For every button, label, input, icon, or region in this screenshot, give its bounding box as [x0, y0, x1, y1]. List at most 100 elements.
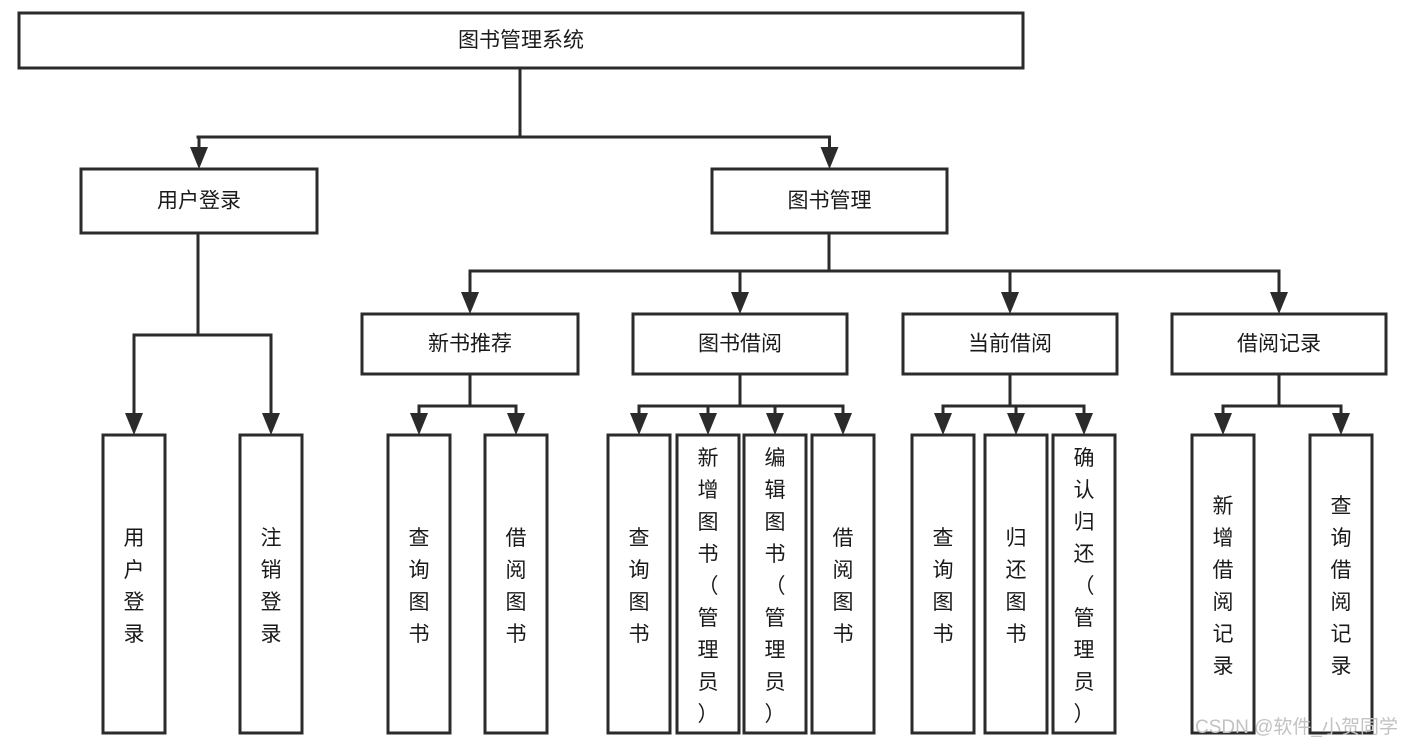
- edge-book-manage-to-new-book-rec: [461, 269, 479, 314]
- node-label-leaf-user-login: 用户登录: [124, 527, 145, 646]
- node-label-leaf-add-book: 新增图书（管理员）: [698, 447, 719, 726]
- node-leaf-user-logout[interactable]: 注销登录: [238, 433, 304, 735]
- node-box-leaf-borrow-book-1[interactable]: [483, 433, 549, 735]
- edge-arrowhead: [125, 413, 143, 435]
- node-label-leaf-query-book-1: 查询图书: [409, 527, 430, 646]
- edge-arrowhead: [1332, 413, 1350, 435]
- edge-book-borrow-to-leaf-query-book-2: [630, 404, 648, 435]
- edge-arrowhead: [1214, 413, 1232, 435]
- node-label-leaf-user-logout: 注销登录: [261, 527, 282, 646]
- connector-layer: [125, 66, 1350, 435]
- node-current-borrow[interactable]: 当前借阅: [901, 312, 1119, 376]
- edge-new-book-rec-to-leaf-query-book-1: [410, 404, 428, 435]
- node-box-leaf-add-book[interactable]: [675, 433, 741, 735]
- node-label-leaf-query-book-2: 查询图书: [629, 527, 650, 646]
- edge-book-borrow-to-leaf-add-book: [699, 404, 717, 435]
- edge-arrowhead: [731, 292, 749, 314]
- node-box-book-manage[interactable]: [710, 167, 949, 235]
- edge-book-manage-to-book-borrow: [731, 269, 749, 314]
- edge-arrowhead: [766, 413, 784, 435]
- node-label-leaf-query-book-3: 查询图书: [933, 527, 954, 646]
- edge-borrow-record-to-leaf-query-record: [1332, 404, 1350, 435]
- node-user-login[interactable]: 用户登录: [79, 167, 319, 235]
- node-label-book-borrow: 图书借阅: [698, 333, 782, 356]
- node-label-root: 图书管理系统: [458, 29, 584, 52]
- node-label-leaf-borrow-book-2: 借阅图书: [833, 527, 854, 646]
- edge-book-manage-to-borrow-record: [1270, 269, 1288, 314]
- connector-group: [468, 231, 1281, 273]
- node-box-new-book-rec[interactable]: [360, 312, 580, 376]
- node-leaf-query-book-2[interactable]: 查询图书: [606, 433, 672, 735]
- node-label-borrow-record: 借阅记录: [1237, 333, 1321, 356]
- node-label-leaf-add-record: 新增借阅记录: [1213, 495, 1234, 678]
- node-box-leaf-return-book[interactable]: [983, 433, 1049, 735]
- edge-arrowhead: [410, 413, 428, 435]
- node-label-leaf-borrow-book-1: 借阅图书: [506, 527, 527, 646]
- node-box-leaf-edit-book[interactable]: [742, 433, 808, 735]
- edge-arrowhead: [1270, 292, 1288, 314]
- node-label-leaf-return-book: 归还图书: [1006, 527, 1027, 646]
- node-layer: 图书管理系统用户登录图书管理新书推荐图书借阅当前借阅借阅记录用户登录注销登录查询…: [17, 11, 1388, 735]
- node-label-user-login: 用户登录: [157, 190, 241, 213]
- edge-book-borrow-to-leaf-borrow-book-2: [834, 404, 852, 435]
- csdn-watermark: CSDN @软件_小贺同学: [1195, 716, 1398, 738]
- edge-arrowhead: [262, 413, 280, 435]
- node-label-leaf-edit-book: 编辑图书（管理员）: [765, 447, 786, 726]
- node-box-leaf-user-login[interactable]: [101, 433, 167, 735]
- node-leaf-query-book-3[interactable]: 查询图书: [910, 433, 976, 735]
- node-box-leaf-confirm-return[interactable]: [1051, 433, 1117, 735]
- node-leaf-add-book[interactable]: 新增图书（管理员）: [675, 433, 741, 735]
- node-leaf-confirm-return[interactable]: 确认归还（管理员）: [1051, 433, 1117, 735]
- node-leaf-query-record[interactable]: 查询借阅记录: [1308, 433, 1374, 735]
- node-label-leaf-query-record: 查询借阅记录: [1331, 495, 1352, 678]
- edge-arrowhead: [630, 413, 648, 435]
- connector-group: [132, 231, 273, 337]
- node-box-current-borrow[interactable]: [901, 312, 1119, 376]
- edge-arrowhead: [834, 413, 852, 435]
- node-new-book-rec[interactable]: 新书推荐: [360, 312, 580, 376]
- edge-root-to-user-login: [190, 135, 208, 169]
- edge-user-login-to-leaf-user-logout: [262, 333, 280, 435]
- node-book-borrow[interactable]: 图书借阅: [631, 312, 849, 376]
- node-box-borrow-record[interactable]: [1170, 312, 1388, 376]
- edge-current-borrow-to-leaf-return-book: [1007, 404, 1025, 435]
- node-box-leaf-query-book-2[interactable]: [606, 433, 672, 735]
- node-label-leaf-confirm-return: 确认归还（管理员）: [1074, 447, 1095, 726]
- node-leaf-edit-book[interactable]: 编辑图书（管理员）: [742, 433, 808, 735]
- node-box-leaf-borrow-book-2[interactable]: [810, 433, 876, 735]
- node-leaf-query-book-1[interactable]: 查询图书: [386, 433, 452, 735]
- node-root[interactable]: 图书管理系统: [17, 11, 1025, 70]
- node-box-leaf-query-record[interactable]: [1308, 433, 1374, 735]
- edge-borrow-record-to-leaf-add-record: [1214, 404, 1232, 435]
- node-leaf-return-book[interactable]: 归还图书: [983, 433, 1049, 735]
- node-borrow-record[interactable]: 借阅记录: [1170, 312, 1388, 376]
- node-box-leaf-query-book-3[interactable]: [910, 433, 976, 735]
- node-box-leaf-query-book-1[interactable]: [386, 433, 452, 735]
- node-box-root[interactable]: [17, 11, 1025, 70]
- connector-group: [637, 372, 845, 408]
- edge-arrowhead: [820, 147, 839, 169]
- edge-book-borrow-to-leaf-edit-book: [766, 404, 784, 435]
- edge-arrowhead: [1007, 413, 1025, 435]
- node-box-leaf-add-record[interactable]: [1190, 433, 1256, 735]
- node-leaf-add-record[interactable]: 新增借阅记录: [1190, 433, 1256, 735]
- connector-group: [941, 372, 1086, 408]
- node-box-user-login[interactable]: [79, 167, 319, 235]
- edge-new-book-rec-to-leaf-borrow-book-1: [507, 404, 525, 435]
- node-leaf-borrow-book-2[interactable]: 借阅图书: [810, 433, 876, 735]
- node-leaf-borrow-book-1[interactable]: 借阅图书: [483, 433, 549, 735]
- node-leaf-user-login[interactable]: 用户登录: [101, 433, 167, 735]
- connector-group: [196, 66, 831, 139]
- edge-arrowhead: [461, 292, 479, 314]
- node-label-current-borrow: 当前借阅: [968, 333, 1052, 356]
- edge-arrowhead: [507, 413, 525, 435]
- node-box-leaf-user-logout[interactable]: [238, 433, 304, 735]
- edge-arrowhead: [934, 413, 952, 435]
- node-box-book-borrow[interactable]: [631, 312, 849, 376]
- edge-arrowhead: [1001, 292, 1019, 314]
- connector-group: [417, 372, 518, 408]
- node-book-manage[interactable]: 图书管理: [710, 167, 949, 235]
- edge-arrowhead: [190, 147, 208, 169]
